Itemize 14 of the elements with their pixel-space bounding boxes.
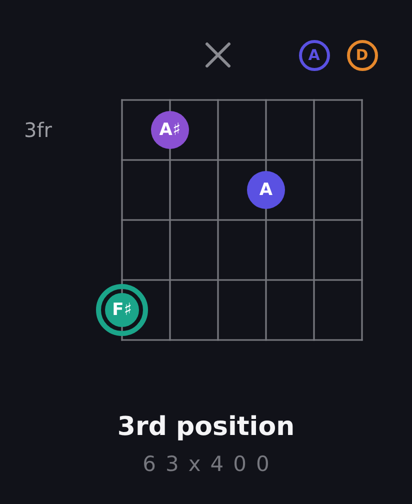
fingering-code: 63x400 — [142, 454, 279, 475]
open-string-ring — [298, 40, 330, 70]
note-name: A — [308, 48, 320, 62]
finger-dot — [151, 111, 189, 149]
root-note-dot — [96, 284, 148, 336]
fret-number: 3fr — [24, 120, 52, 140]
chord-title: 3rd position — [117, 414, 295, 440]
cross-icon — [205, 42, 231, 68]
note-name: A — [259, 182, 273, 198]
note-name: F♯ — [112, 302, 132, 318]
finger-dot — [247, 171, 285, 209]
note-name: D — [356, 48, 368, 62]
note-name: A♯ — [159, 122, 181, 138]
open-string-ring — [346, 40, 378, 70]
